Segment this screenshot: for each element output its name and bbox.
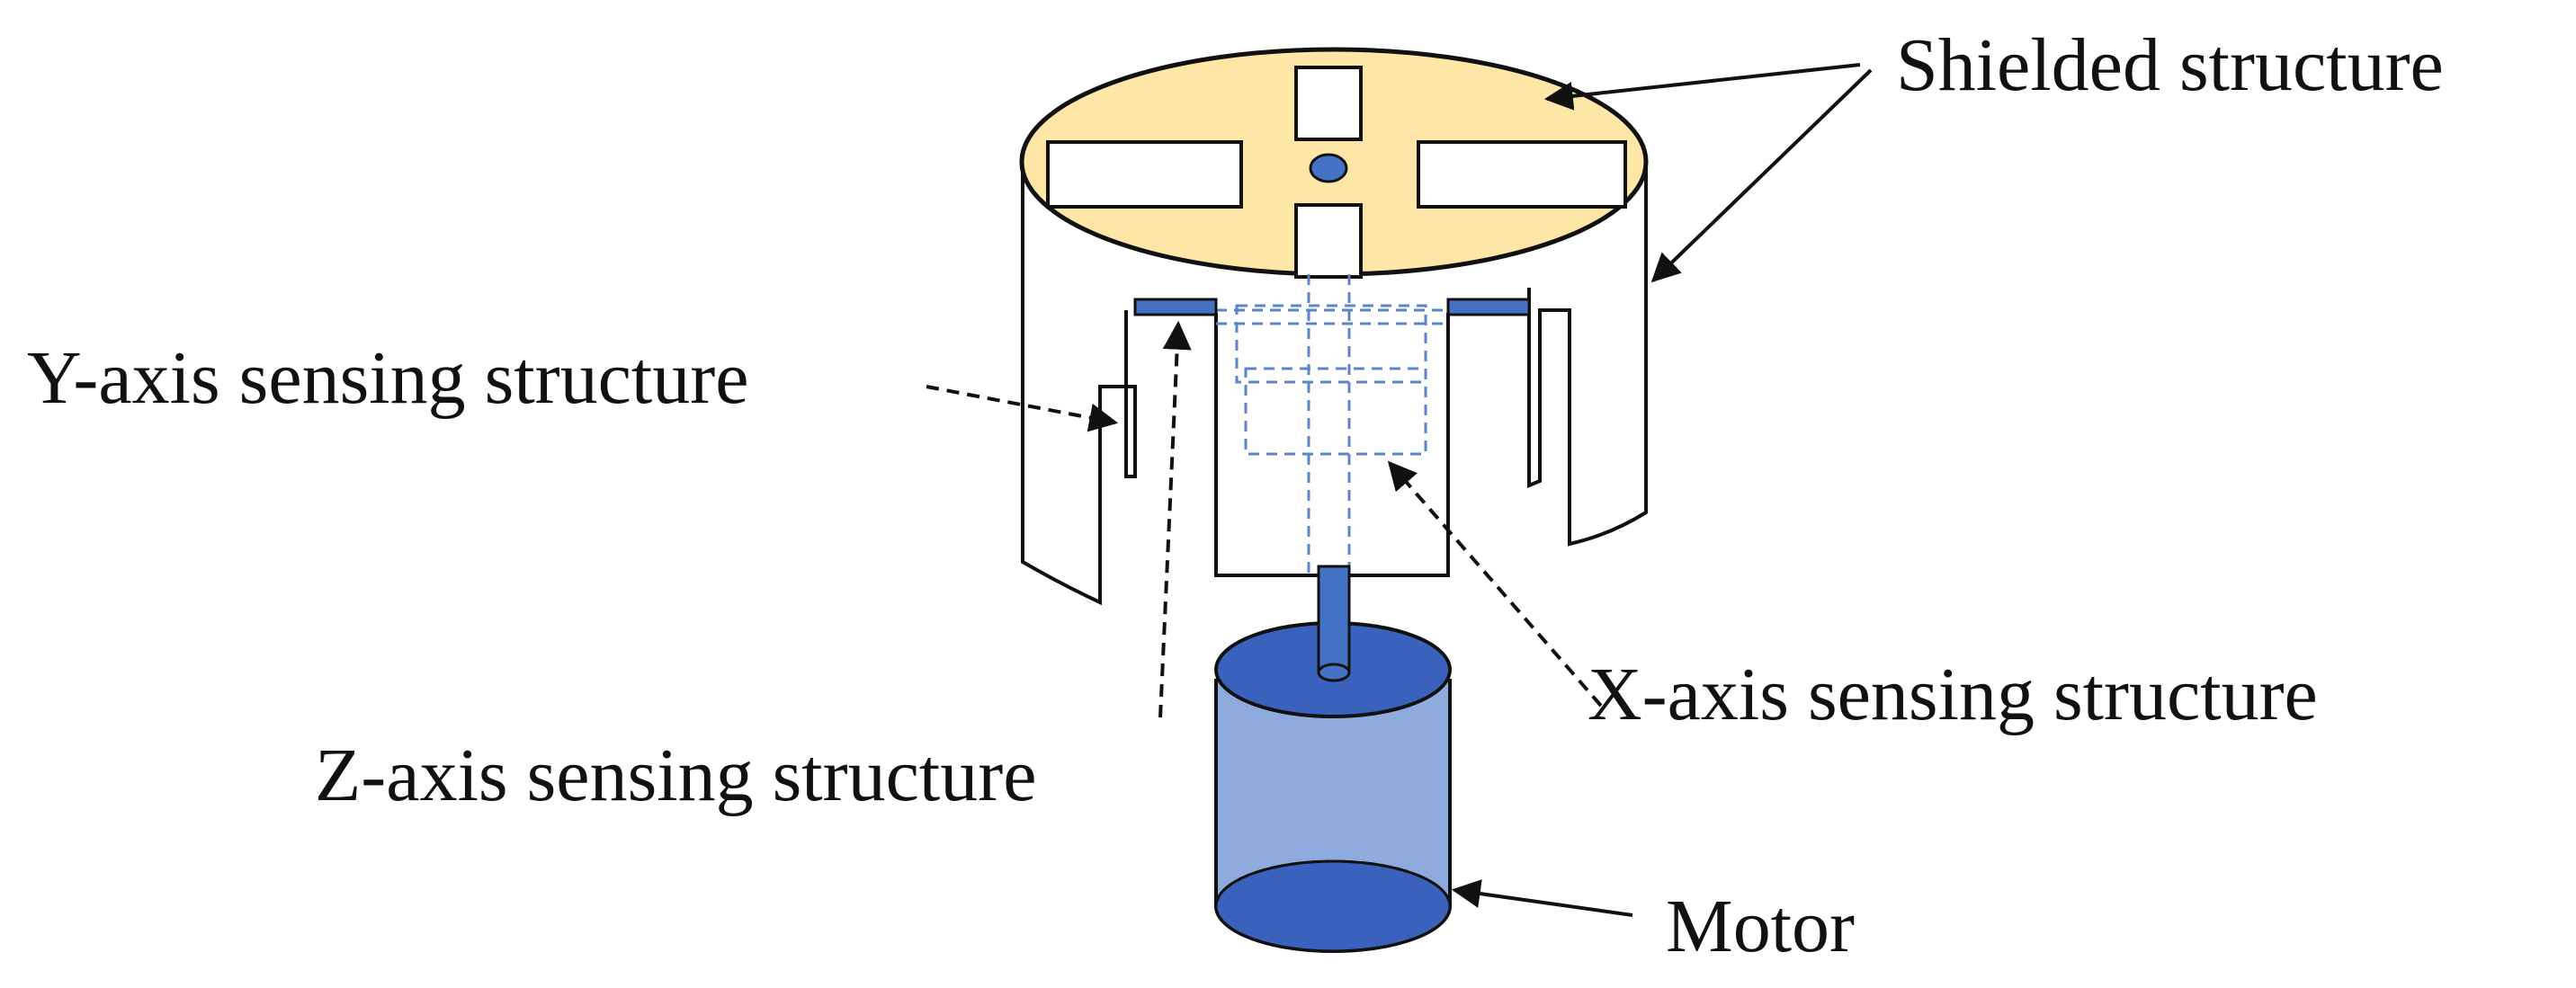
motor: [1214, 565, 1452, 953]
shielded-arrow-wall: [1650, 68, 1873, 283]
label-motor: Motor: [1666, 885, 1855, 968]
disc-center-hole: [1309, 153, 1348, 183]
vertical-dashed-channel: [1307, 274, 1351, 575]
y-sensor-tab-right: [1446, 298, 1531, 316]
shield-left-wall: [1021, 162, 1137, 606]
x-axis-arrow: [1387, 460, 1603, 708]
shielded-arrow-disc: [1543, 63, 1861, 111]
disc-slot-right: [1417, 140, 1627, 209]
disc-slot-bottom: [1294, 203, 1363, 279]
leader-lines: [926, 63, 1873, 917]
dashed-box-upper: [1235, 304, 1427, 384]
center-block: [1214, 313, 1450, 577]
shaft-rod-front: [1317, 565, 1351, 674]
disc-slot-left: [1046, 140, 1243, 209]
y-sensor-tab-left: [1133, 298, 1218, 316]
sensing-body: [1133, 274, 1531, 577]
z-axis-arrow: [1158, 320, 1192, 718]
motor-arrow: [1451, 879, 1633, 917]
disc-slot-top: [1294, 66, 1363, 141]
y-axis-arrow: [926, 385, 1119, 432]
label-y-axis-sensing: Y-axis sensing structure: [27, 336, 749, 420]
label-shielded-structure: Shielded structure: [1896, 23, 2444, 107]
z-axis-bar: [1216, 308, 1448, 325]
labels: Shielded structure Y-axis sensing struct…: [27, 23, 2444, 968]
shielded-structure: [1019, 47, 1649, 606]
label-x-axis-sensing: X-axis sensing structure: [1588, 653, 2318, 736]
x-axis-dashed-box: [1244, 367, 1427, 456]
label-z-axis-sensing: Z-axis sensing structure: [315, 734, 1036, 817]
shield-right-wall: [1527, 162, 1648, 547]
shaft-base: [1317, 663, 1351, 682]
motor-bottom-dashed: [1214, 859, 1452, 907]
